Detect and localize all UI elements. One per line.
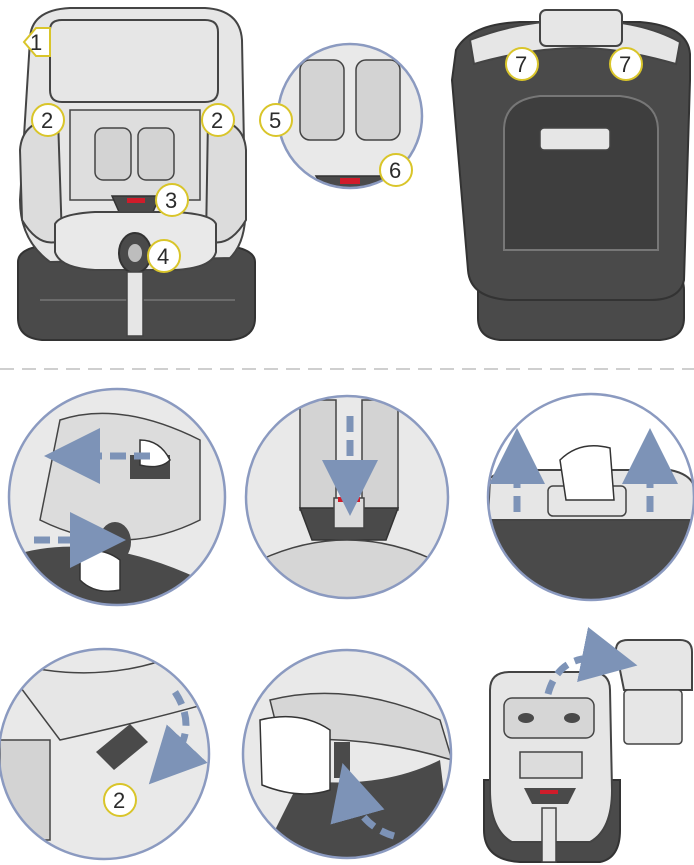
callout-5: 5	[260, 104, 292, 136]
callout-2-bottom: 2	[104, 784, 136, 816]
hand-icon	[80, 551, 120, 591]
callout-label: 4	[157, 244, 169, 269]
callout-4: 4	[148, 240, 180, 272]
step-buckle-circle	[246, 396, 448, 610]
hand-icon	[560, 446, 614, 500]
callout-6: 6	[380, 154, 412, 186]
callout-label: 3	[165, 188, 177, 213]
callout-2-left: 2	[32, 104, 64, 136]
callout-label: 7	[619, 52, 631, 77]
seat-headrest-removed	[484, 640, 692, 862]
step-strap-circle	[243, 650, 452, 860]
callout-1: 1	[24, 28, 50, 56]
callout-label: 1	[30, 30, 42, 55]
callout-label: 2	[113, 788, 125, 813]
callout-label: 2	[41, 108, 53, 133]
step-release-circle	[0, 389, 240, 620]
seat-front-view	[18, 8, 255, 340]
step-lift-circle	[488, 394, 694, 610]
callout-label: 2	[211, 108, 223, 133]
callout-2-right: 2	[202, 104, 234, 136]
step-shoulder-circle	[0, 649, 220, 859]
hand-icon	[260, 717, 330, 794]
callout-7-left: 7	[506, 48, 538, 80]
callout-label: 7	[515, 52, 527, 77]
seat-back-view	[452, 10, 690, 340]
callout-label: 6	[389, 158, 401, 183]
callout-7-right: 7	[610, 48, 642, 80]
callout-3: 3	[156, 184, 188, 216]
callout-label: 5	[269, 108, 281, 133]
